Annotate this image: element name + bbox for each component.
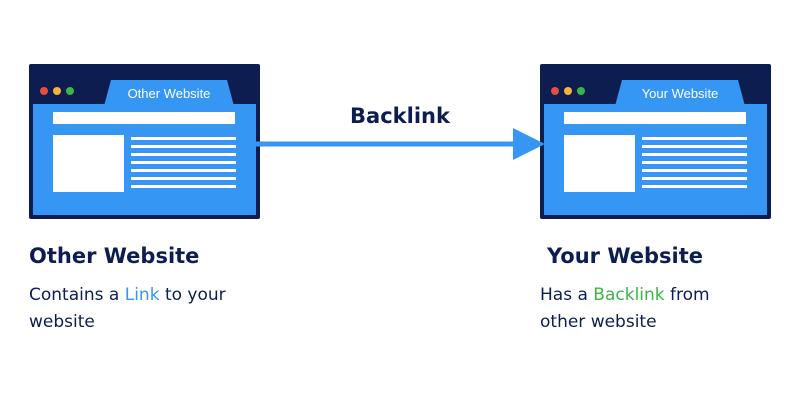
minimize-dot-icon (564, 87, 572, 95)
desc-text: other website (540, 312, 657, 332)
desc-text: from (664, 285, 710, 305)
link-highlight: Link (124, 285, 160, 305)
backlink-arrow-label: Backlink (350, 104, 450, 128)
desc-text: Has a (540, 285, 594, 305)
image-placeholder (53, 135, 124, 192)
your-website-title: Your Website (547, 244, 703, 268)
your-website-tab: Your Website (615, 80, 745, 106)
your-website-description: Has a Backlink from other website (540, 282, 780, 336)
close-dot-icon (551, 87, 559, 95)
arrow-head-icon (513, 128, 545, 160)
other-website-browser-illustration: Other Website (29, 64, 260, 219)
minimize-dot-icon (53, 87, 61, 95)
browser-viewport (544, 104, 767, 215)
text-lines-placeholder (131, 137, 236, 193)
address-bar (564, 112, 746, 124)
address-bar (53, 112, 235, 124)
desc-text: website (29, 312, 95, 332)
desc-text: Contains a (29, 285, 125, 305)
backlink-highlight: Backlink (593, 285, 665, 305)
other-website-tab: Other Website (104, 80, 234, 106)
browser-viewport (33, 104, 256, 215)
image-placeholder (564, 135, 635, 192)
close-dot-icon (40, 87, 48, 95)
other-website-description: Contains a Link to your website (29, 282, 279, 336)
maximize-dot-icon (66, 87, 74, 95)
your-website-browser-illustration: Your Website (540, 64, 771, 219)
other-website-title: Other Website (29, 244, 200, 268)
maximize-dot-icon (577, 87, 585, 95)
text-lines-placeholder (642, 137, 747, 193)
desc-text: to your (159, 285, 226, 305)
